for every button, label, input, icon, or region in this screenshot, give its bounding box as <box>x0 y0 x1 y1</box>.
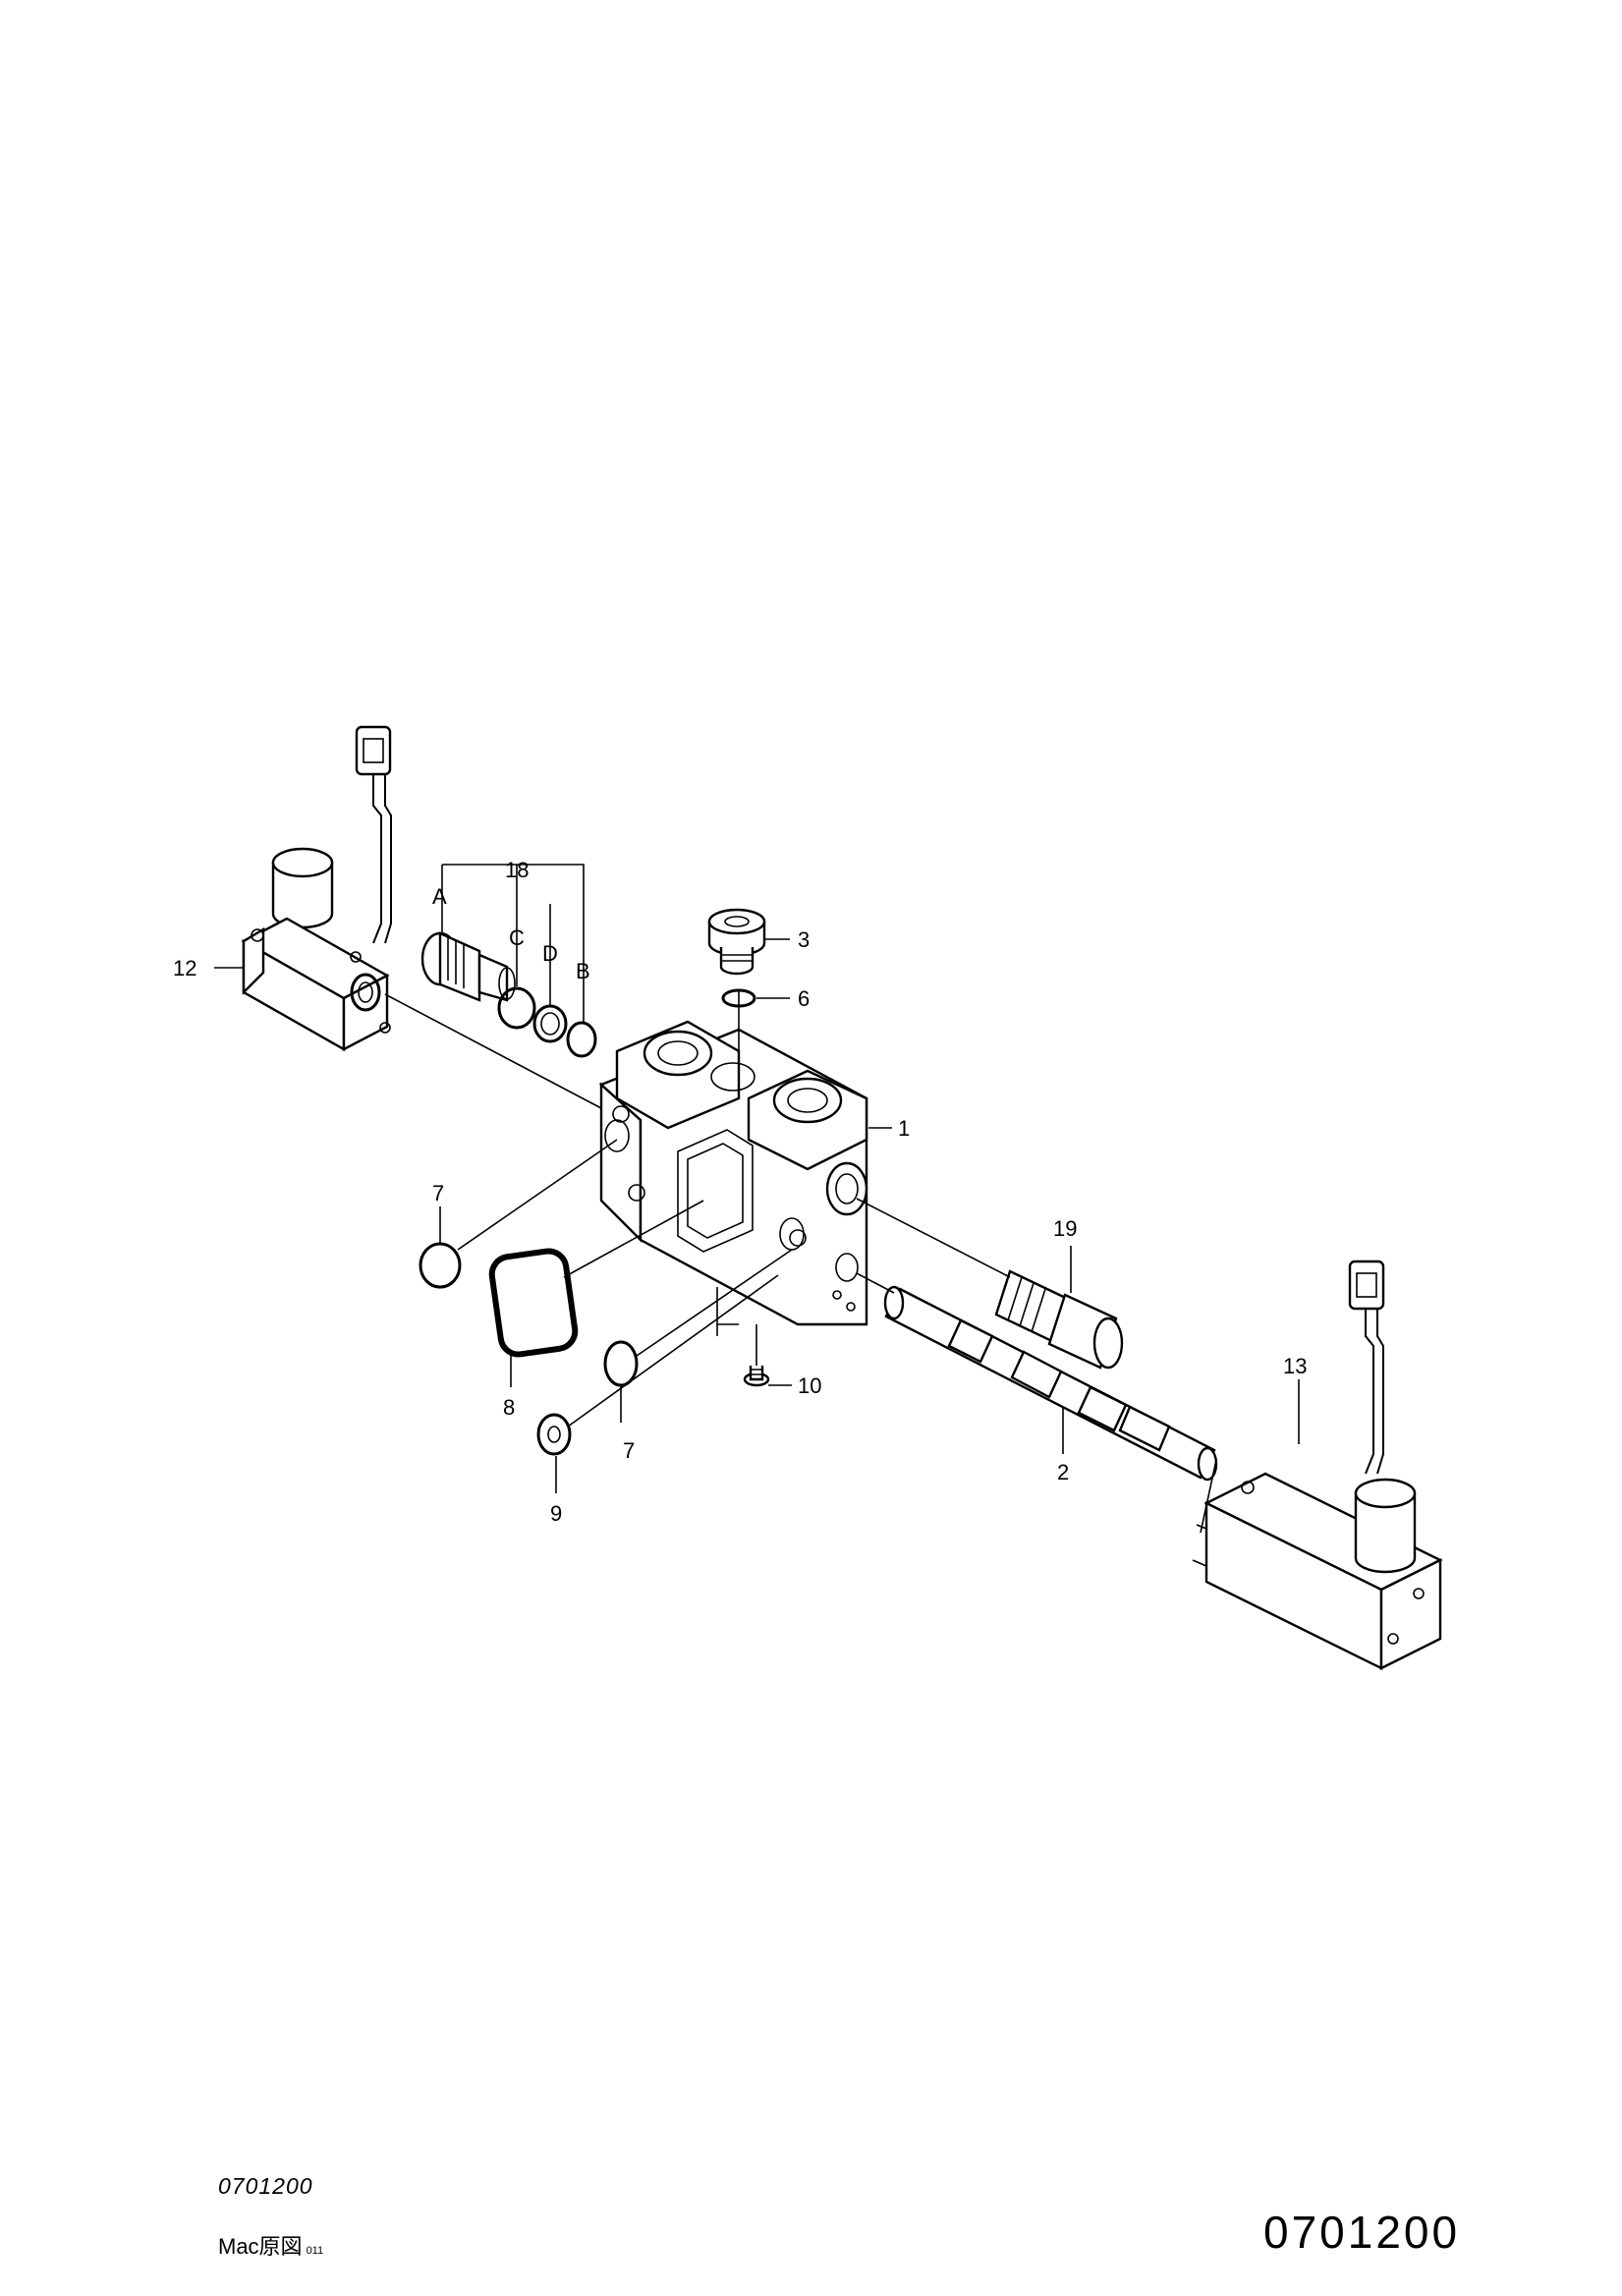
callout-3: 3 <box>798 927 810 952</box>
callout-10: 10 <box>798 1373 821 1398</box>
callout-7-right: 7 <box>623 1438 635 1463</box>
callout-9: 9 <box>550 1501 562 1526</box>
callout-A: A <box>432 884 447 909</box>
page-number: 0701200 <box>1263 2207 1461 2258</box>
o-ring-part-7-right <box>603 1340 639 1387</box>
callout-labels: 12 18 A C D B 3 6 1 7 8 7 9 10 19 2 13 <box>173 858 1307 1526</box>
callout-8: 8 <box>503 1395 515 1420</box>
callout-19: 19 <box>1053 1216 1077 1241</box>
valve-body-part-1 <box>598 1020 868 1326</box>
plug-part-3 <box>707 908 766 976</box>
callout-1: 1 <box>898 1116 910 1141</box>
o-ring-part-7-left <box>419 1242 462 1289</box>
callout-D: D <box>542 941 558 966</box>
plug-part-19 <box>994 1269 1124 1370</box>
callout-6: 6 <box>798 986 810 1011</box>
o-ring-part-B <box>566 1021 597 1058</box>
screw-part-10 <box>743 1366 770 1387</box>
callout-12: 12 <box>173 956 196 980</box>
left-solenoid-valve-part-12 <box>241 725 392 1052</box>
assembly-lines <box>384 990 1217 1534</box>
callout-B: B <box>576 959 590 983</box>
relief-valve-part-A <box>420 931 516 1002</box>
callout-C: C <box>509 925 525 950</box>
right-solenoid-valve-part-13 <box>1192 1260 1443 1670</box>
square-seal-part-8 <box>488 1248 579 1358</box>
callout-18: 18 <box>505 858 529 882</box>
origin-note-text: Mac原図 <box>218 2234 303 2259</box>
backup-ring-part-D <box>532 1004 568 1043</box>
spool-part-2 <box>883 1285 1218 1482</box>
o-ring-part-C <box>497 986 536 1030</box>
origin-note-suffix: 011 <box>306 2245 324 2257</box>
callout-leaders <box>214 864 1300 1493</box>
drawing-code: 0701200 <box>218 2173 313 2199</box>
washer-part-9 <box>536 1413 572 1456</box>
callout-2: 2 <box>1057 1460 1069 1484</box>
callout-7-left: 7 <box>432 1181 444 1205</box>
callout-13: 13 <box>1283 1354 1307 1378</box>
